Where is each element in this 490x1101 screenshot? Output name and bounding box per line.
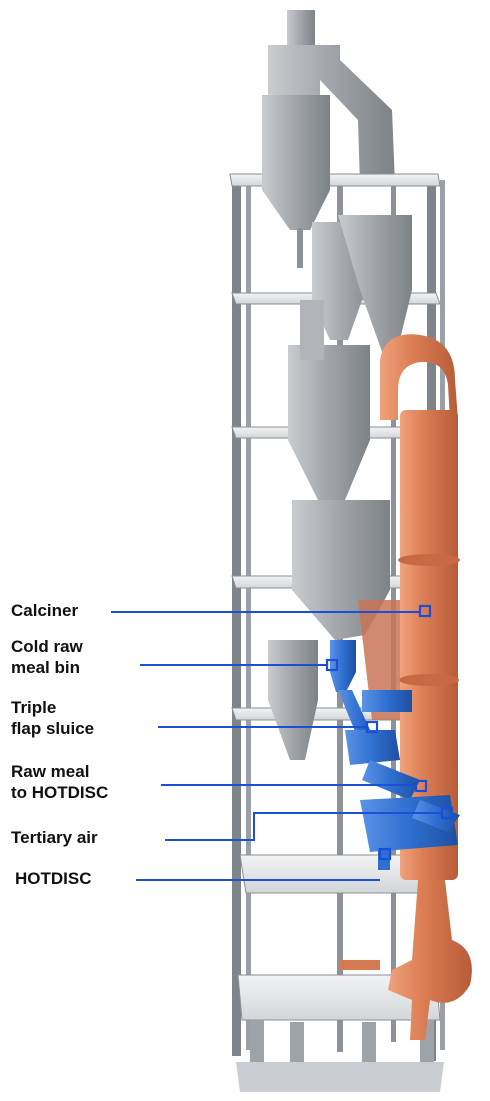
label-cold-raw-meal-bin: Cold raw meal bin: [11, 636, 83, 678]
label-calciner: Calciner: [11, 600, 78, 621]
label-hotdisc: HOTDISC: [15, 868, 92, 889]
label-raw-meal-to-hotdisc: Raw meal to HOTDISC: [11, 761, 108, 803]
label-triple-flap-sluice: Triple flap sluice: [11, 697, 94, 739]
label-tertiary-air: Tertiary air: [11, 827, 98, 848]
